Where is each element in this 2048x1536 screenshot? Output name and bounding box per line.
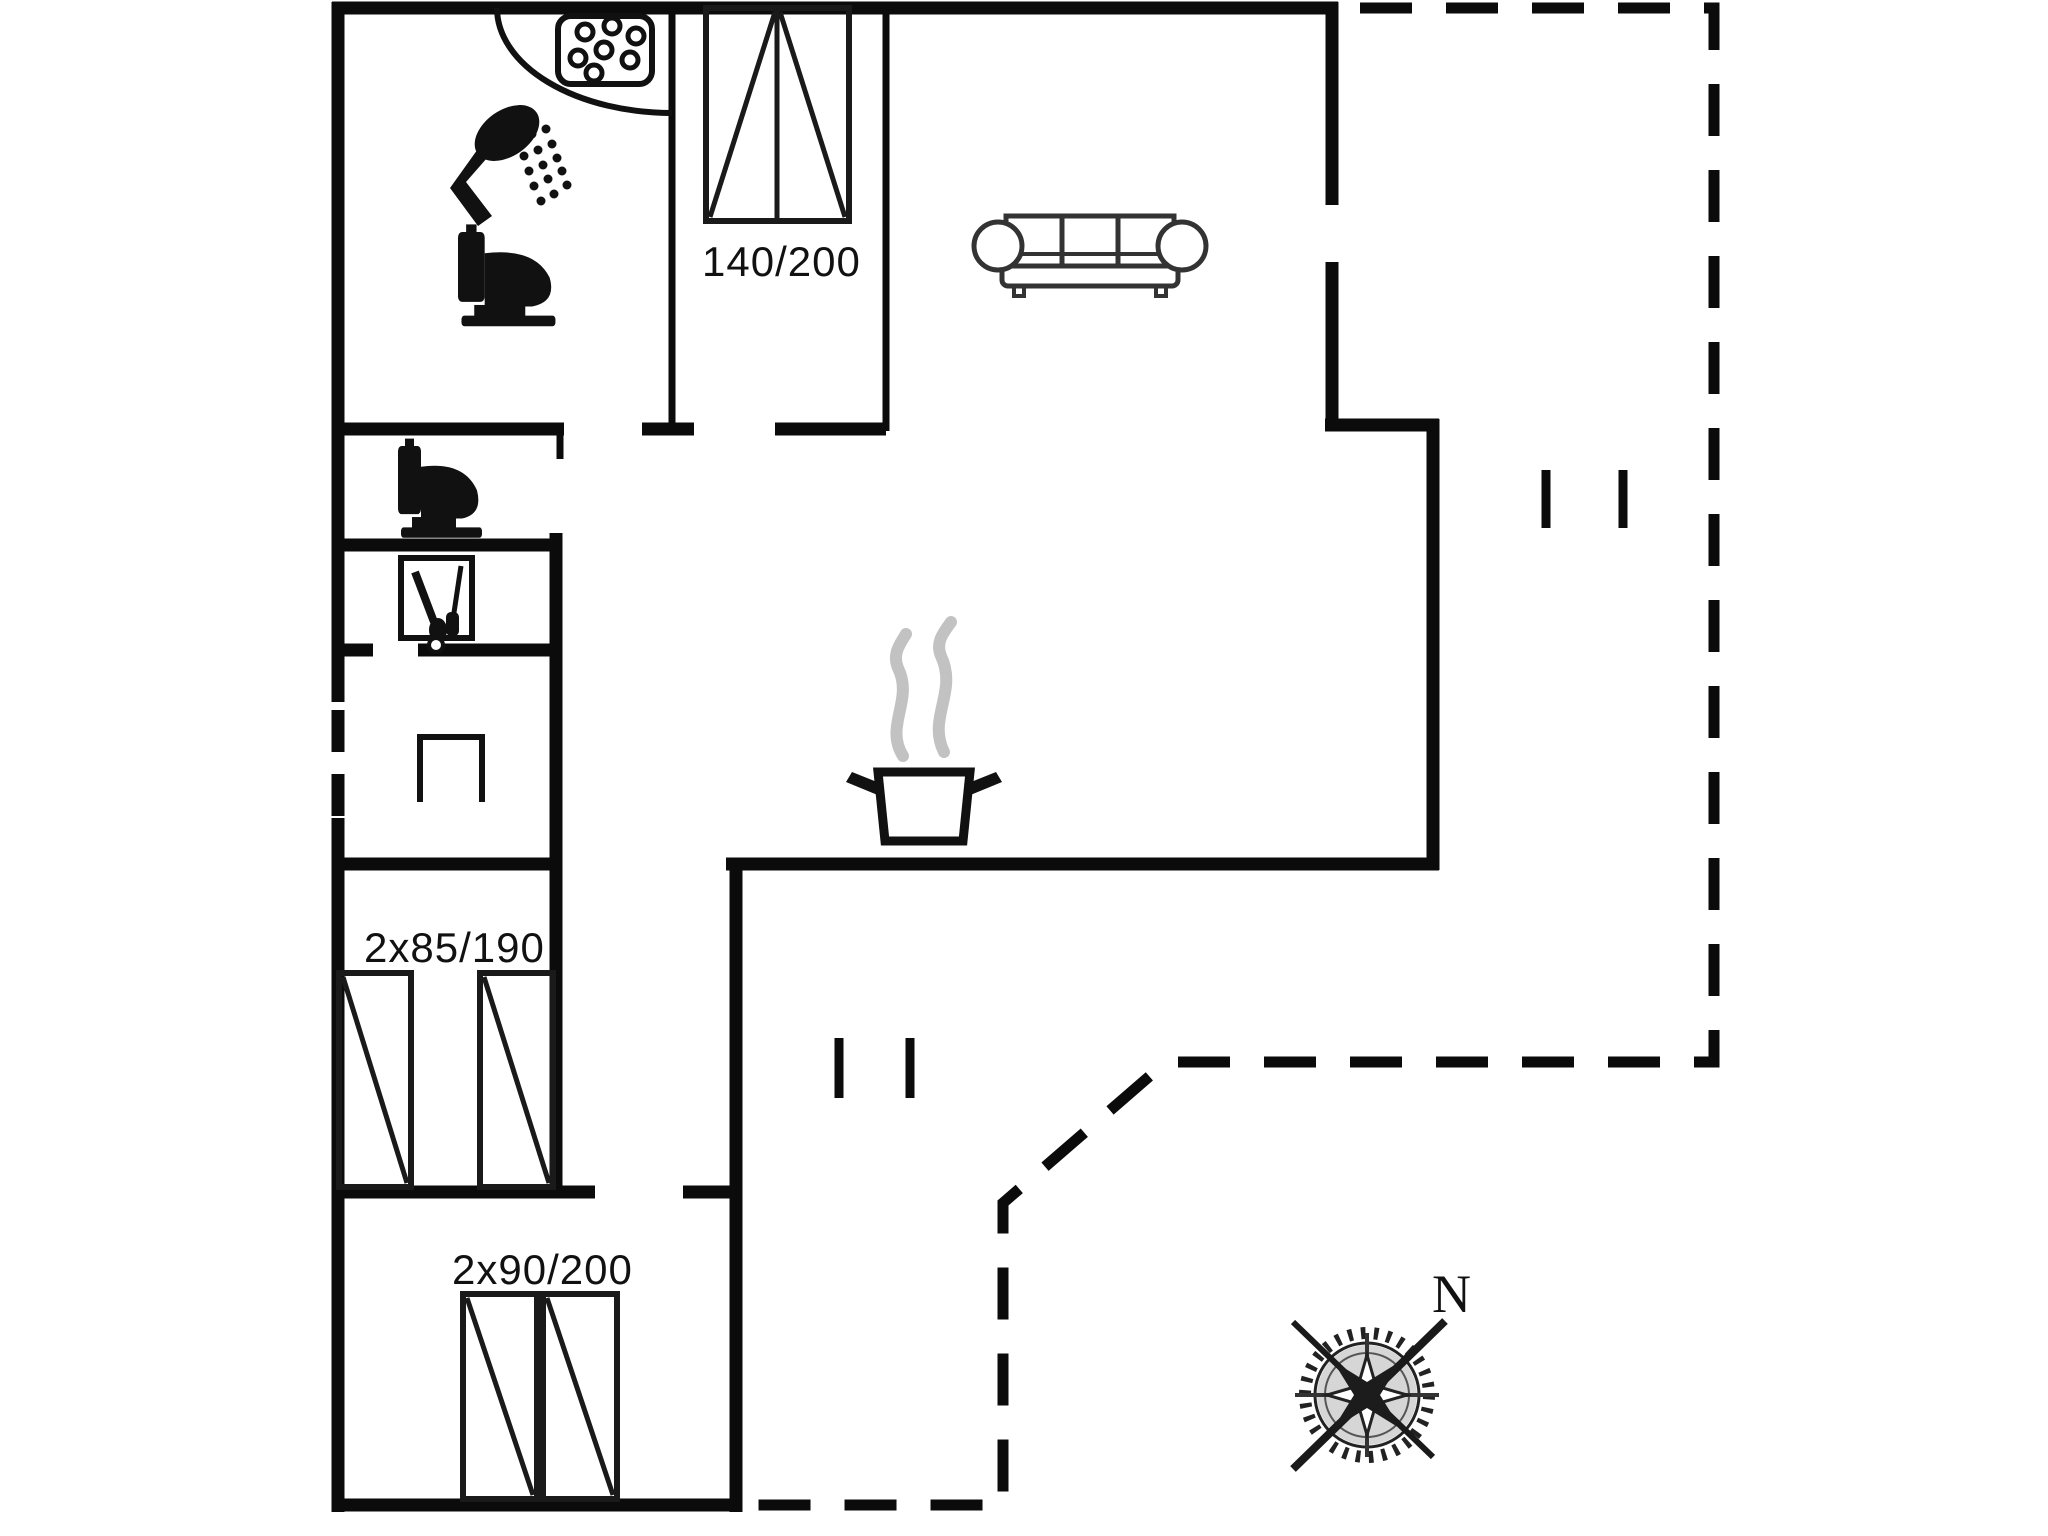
twin-beds-small-size-label: 2x85/190: [364, 924, 545, 971]
twin-beds-large-size-label: 2x90/200: [452, 1246, 633, 1293]
toilet-icon: [398, 438, 482, 538]
terrace-dashed-boundary: [748, 2, 1720, 1511]
single-beds-icon: [460, 1291, 620, 1502]
wardrobe-icon: [417, 734, 485, 802]
door-opening-ticks: [834, 470, 1628, 1098]
compass-north-label: N: [1432, 1264, 1471, 1324]
shower-icon: [450, 105, 572, 226]
sofa-icon: [971, 213, 1209, 298]
single-beds-icon: [336, 970, 556, 1190]
double-bed-icon: [703, 5, 852, 224]
compass-rose-icon: [1290, 1318, 1448, 1472]
interior-thin-walls: [556, 8, 890, 459]
shower-spray-dots: [513, 124, 572, 206]
steam: [889, 616, 957, 762]
double-bed-size-label: 140/200: [702, 238, 861, 285]
toilet-icon: [458, 224, 556, 327]
shower-corner-arc: [494, 7, 673, 116]
cleaning-closet-icon: [398, 555, 475, 654]
cooking-pot-icon: [846, 616, 1002, 846]
shower-tray-icon: [555, 13, 655, 87]
